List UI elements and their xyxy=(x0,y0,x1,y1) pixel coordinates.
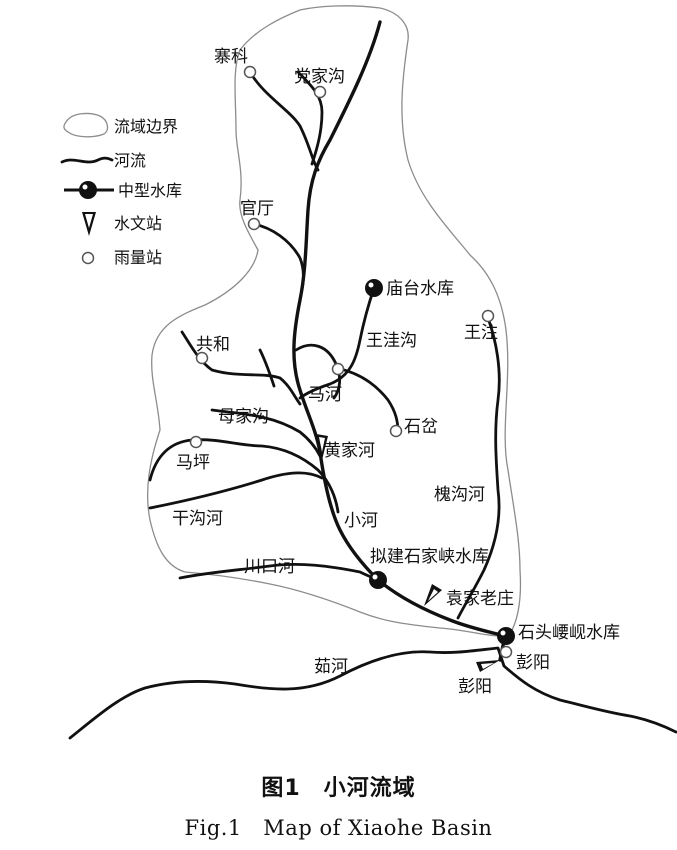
label-miaotai-reservoir: 庙台水库 xyxy=(386,279,454,299)
label-mujiagou: 母家沟 xyxy=(218,407,269,427)
label-chuankouhe: 川口河 xyxy=(244,557,295,577)
gangou-river xyxy=(148,471,324,510)
ru-river xyxy=(68,646,677,740)
gonghe-branch xyxy=(258,348,276,388)
label-gangouhe: 干沟河 xyxy=(172,509,223,529)
gonghe-tributary xyxy=(180,330,302,406)
rain-gauge-pengyang xyxy=(499,645,513,659)
label-xiaohe: 小河 xyxy=(344,511,378,531)
reservoir-shitou xyxy=(497,627,515,645)
basin-map: 流域边界 河流 中型水库 水文站 雨量站 xyxy=(60,5,677,740)
maping-tributary xyxy=(148,438,340,514)
label-pengyang-gauge: 彭阳 xyxy=(516,653,550,673)
label-pengyang-hydro: 彭阳 xyxy=(458,677,492,697)
rain-gauge-shipen xyxy=(389,424,403,438)
basin-boundary xyxy=(146,5,522,637)
chuankou-river xyxy=(178,562,380,582)
rain-gauge-stations xyxy=(189,65,513,659)
figure-caption-cn: 图1 小河流域 xyxy=(261,776,416,801)
reservoir-miaotai xyxy=(365,279,383,297)
legend-hydro-station-symbol xyxy=(82,212,96,236)
figure-caption-en: Fig.1 Map of Xiaohe Basin xyxy=(184,816,493,840)
dangjiagou-tributary xyxy=(296,70,324,166)
legend-reservoir-symbol xyxy=(64,181,114,199)
hydro-station-yuanjia xyxy=(424,584,442,606)
label-huangjiahe: 黄家河 xyxy=(324,441,375,461)
legend-river-symbol xyxy=(60,156,114,164)
xiao-river-main-stem xyxy=(292,20,507,662)
label-maping: 马坪 xyxy=(176,453,210,473)
legend-boundary-label: 流域边界 xyxy=(114,117,178,136)
label-shipen: 石岔 xyxy=(404,417,438,437)
huaigou-river xyxy=(456,316,501,620)
label-nijian-reservoir: 拟建石家峡水库 xyxy=(370,547,489,567)
rain-gauge-guanting xyxy=(247,217,261,231)
legend-hydro-station-label: 水文站 xyxy=(114,214,162,233)
label-shitou-reservoir: 石头崾岘水库 xyxy=(518,623,620,643)
shipen-tributary xyxy=(334,366,400,434)
rain-gauge-wangwa xyxy=(481,309,495,323)
legend: 流域边界 河流 中型水库 水文站 雨量站 xyxy=(60,112,182,267)
wangwagou-tributary xyxy=(298,286,376,400)
label-wangwa: 王注 xyxy=(464,323,498,343)
label-yuanjialaozhuang: 袁家老庄 xyxy=(446,589,514,609)
legend-river-label: 河流 xyxy=(114,151,146,170)
rain-gauge-maping xyxy=(189,435,203,449)
label-gonghe: 共和 xyxy=(196,335,230,355)
label-ruhe: 茹河 xyxy=(314,657,348,677)
guanting-tributary xyxy=(252,222,305,292)
rain-gauge-mahe xyxy=(331,362,345,376)
mujiagou-tributary xyxy=(210,408,322,458)
legend-reservoir-label: 中型水库 xyxy=(118,181,182,200)
legend-rain-gauge-symbol xyxy=(81,251,95,265)
label-huaigouhe: 槐沟河 xyxy=(434,485,485,505)
label-wangwagou: 王洼沟 xyxy=(366,331,417,351)
rain-gauge-gonghe xyxy=(195,351,209,365)
label-dangjiagou: 党家沟 xyxy=(294,67,345,87)
label-zhaike: 寨科 xyxy=(214,47,248,67)
legend-boundary-symbol xyxy=(63,112,109,138)
label-mahe: 马河 xyxy=(308,385,342,405)
hydro-station-pengyang xyxy=(476,660,500,672)
hydro-station-huangjiahe xyxy=(316,434,328,460)
label-guanting: 官厅 xyxy=(240,199,274,219)
reservoir-nijian xyxy=(369,571,387,589)
rain-gauge-dangjiagou xyxy=(313,85,327,99)
legend-rain-gauge-label: 雨量站 xyxy=(114,248,162,267)
rain-gauge-zhaike xyxy=(243,65,257,79)
